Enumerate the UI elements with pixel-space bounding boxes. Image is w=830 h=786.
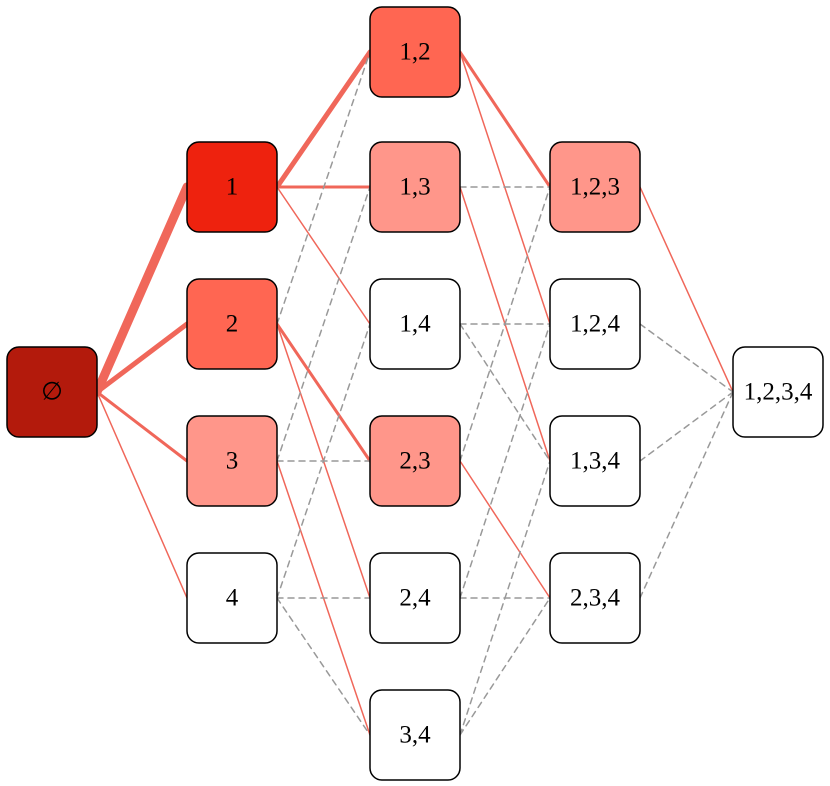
edge-34-134: [459, 460, 551, 736]
node-label-14: 1,4: [399, 311, 431, 338]
node-label-124: 1,2,4: [570, 311, 621, 338]
edge-2-23: [275, 322, 372, 463]
edge-124-1234: [639, 323, 734, 393]
node-label-3: 3: [226, 448, 239, 475]
node-box-empty: [6, 346, 98, 438]
nodes-layer: ∅ 1 2 3 4 1,2 1,3 1,4 2,3 2,4 3,4 1,2,3 1,2,4 1,3,4 2,…: [6, 6, 824, 781]
node-label-13: 1,3: [399, 174, 430, 201]
edge-empty-3: [95, 390, 189, 463]
node-box-3: [186, 415, 278, 507]
edge-3-13: [276, 186, 371, 462]
edge-4-34: [276, 597, 371, 736]
node-34: 3,4: [369, 689, 461, 781]
node-box-34: [369, 689, 461, 781]
node-124: 1,2,4: [549, 278, 641, 370]
node-label-1: 1: [226, 174, 239, 201]
node-empty: ∅: [6, 346, 98, 438]
edge-12-123: [458, 50, 552, 189]
node-12: 1,2: [369, 6, 461, 98]
node-box-1234: [732, 346, 824, 438]
node-label-134: 1,3,4: [570, 448, 621, 475]
node-box-1: [186, 141, 278, 233]
node-box-134: [549, 415, 641, 507]
node-label-34: 3,4: [399, 722, 431, 749]
edge-14-134: [459, 323, 551, 462]
edge-4-14: [276, 323, 371, 599]
node-134: 1,3,4: [549, 415, 641, 507]
node-2: 2: [186, 278, 278, 370]
node-14: 1,4: [369, 278, 461, 370]
edge-34-234: [459, 597, 551, 736]
node-label-empty: ∅: [41, 379, 63, 406]
node-3: 3: [186, 415, 278, 507]
node-label-234: 2,3,4: [570, 585, 621, 612]
edge-2-12: [276, 51, 371, 325]
node-label-23: 2,3: [399, 448, 430, 475]
node-1234: 1,2,3,4: [732, 346, 824, 438]
edge-23-234: [459, 460, 551, 599]
edge-123-1234: [639, 186, 734, 393]
node-label-12: 1,2: [399, 39, 430, 66]
node-box-124: [549, 278, 641, 370]
node-box-23: [369, 415, 461, 507]
edge-empty-1: [92, 182, 192, 397]
edge-1-12: [274, 49, 373, 190]
edges-layer: [92, 49, 734, 736]
node-label-2: 2: [226, 311, 239, 338]
edge-23-123: [459, 186, 551, 462]
node-123: 1,2,3: [549, 141, 641, 233]
node-4: 4: [186, 552, 278, 644]
node-23: 2,3: [369, 415, 461, 507]
node-13: 1,3: [369, 141, 461, 233]
node-label-4: 4: [226, 585, 239, 612]
node-24: 2,4: [369, 552, 461, 644]
edge-234-1234: [639, 391, 734, 599]
edge-1-14: [276, 186, 371, 325]
edge-12-124: [459, 51, 551, 325]
node-box-12: [369, 6, 461, 98]
node-label-24: 2,4: [399, 585, 431, 612]
node-label-123: 1,2,3: [570, 174, 620, 201]
node-box-14: [369, 278, 461, 370]
node-label-1234: 1,2,3,4: [744, 379, 813, 406]
node-box-13: [369, 141, 461, 233]
node-box-24: [369, 552, 461, 644]
node-234: 2,3,4: [549, 552, 641, 644]
node-1: 1: [186, 141, 278, 233]
edge-134-1234: [639, 391, 734, 462]
node-box-2: [186, 278, 278, 370]
edge-empty-4: [96, 391, 188, 599]
node-box-4: [186, 552, 278, 644]
edge-empty-2: [94, 321, 190, 395]
node-box-234: [549, 552, 641, 644]
edge-24-124: [459, 323, 551, 599]
node-box-123: [549, 141, 641, 233]
